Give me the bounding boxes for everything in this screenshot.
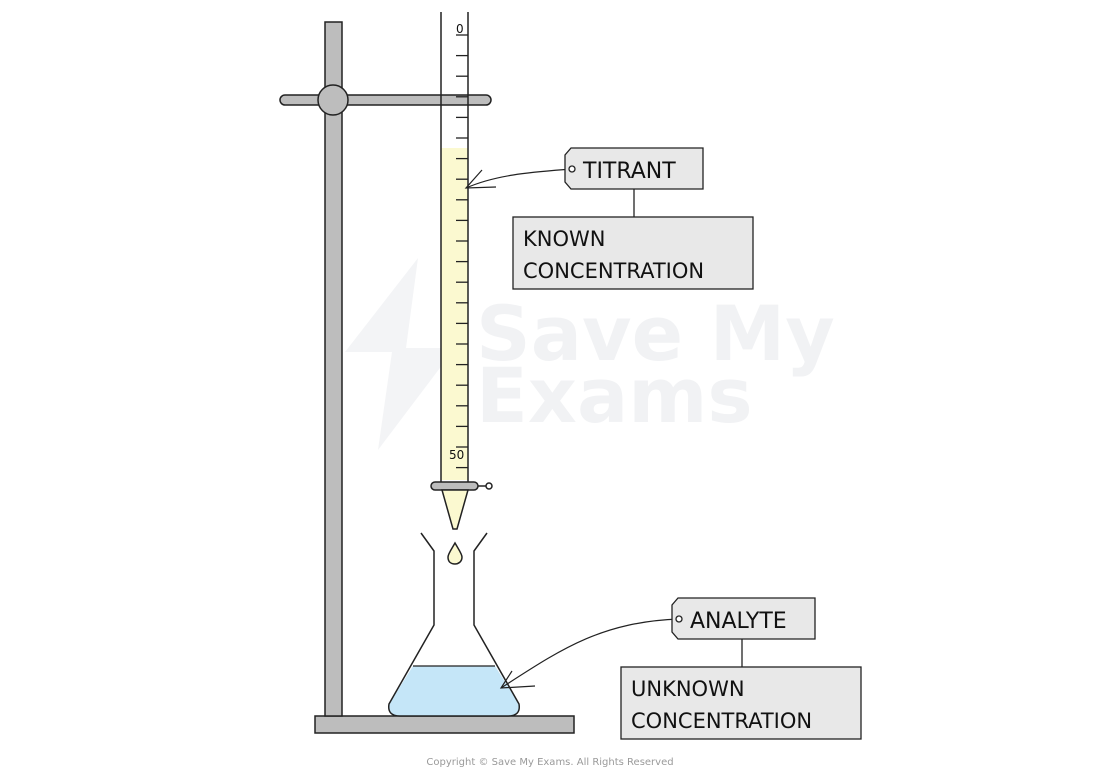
titrant-label-group: TITRANT KNOWN CONCENTRATION <box>464 147 754 290</box>
stand-base <box>314 715 575 734</box>
scale-mark-bottom: 50 <box>449 448 464 462</box>
analyte-label-group: ANALYTE UNKNOWN CONCENTRATION <box>499 597 862 740</box>
watermark-logo-icon <box>345 258 455 450</box>
copyright-text: Copyright © Save My Exams. All Rights Re… <box>426 757 673 768</box>
conical-flask <box>387 532 521 717</box>
watermark-line2: Exams <box>476 351 753 440</box>
titrant-pointer-line <box>465 168 573 189</box>
analyte-desc-line1: UNKNOWN <box>631 677 745 701</box>
titrant-desc-line1: KNOWN <box>523 227 605 251</box>
titrant-tag-hole-icon <box>568 165 576 173</box>
analyte-tag <box>671 597 816 640</box>
scale-mark-top: 0 <box>456 22 464 36</box>
burette-tap <box>430 481 479 491</box>
analyte-arrowhead-icon <box>499 670 536 689</box>
titrant-tag-text: TITRANT <box>582 159 676 184</box>
burette-liquid <box>441 148 468 480</box>
titrant-tag <box>564 147 704 190</box>
titrant-drop-icon <box>447 541 463 565</box>
titrant-desc-line2: CONCENTRATION <box>523 259 704 283</box>
titrant-arrowhead-icon <box>464 169 497 189</box>
burette-scale <box>456 34 468 469</box>
flask-liquid <box>388 666 520 716</box>
titrant-description-box <box>512 216 754 290</box>
analyte-tag-hole-icon <box>675 615 683 623</box>
retort-stand <box>279 21 575 734</box>
analyte-tag-text: ANALYTE <box>690 609 787 634</box>
analyte-desc-line2: CONCENTRATION <box>631 709 812 733</box>
burette: 0 50 <box>430 12 493 565</box>
burette-tip <box>441 489 469 530</box>
boss-head-icon <box>317 84 349 116</box>
analyte-description-box <box>620 666 862 740</box>
stand-rod <box>324 21 343 717</box>
watermark: Save My Exams <box>345 258 835 450</box>
flask-outline <box>387 532 521 717</box>
tap-knob-icon <box>485 482 493 490</box>
analyte-pointer-line <box>500 618 680 689</box>
watermark-line1: Save My <box>476 289 835 378</box>
